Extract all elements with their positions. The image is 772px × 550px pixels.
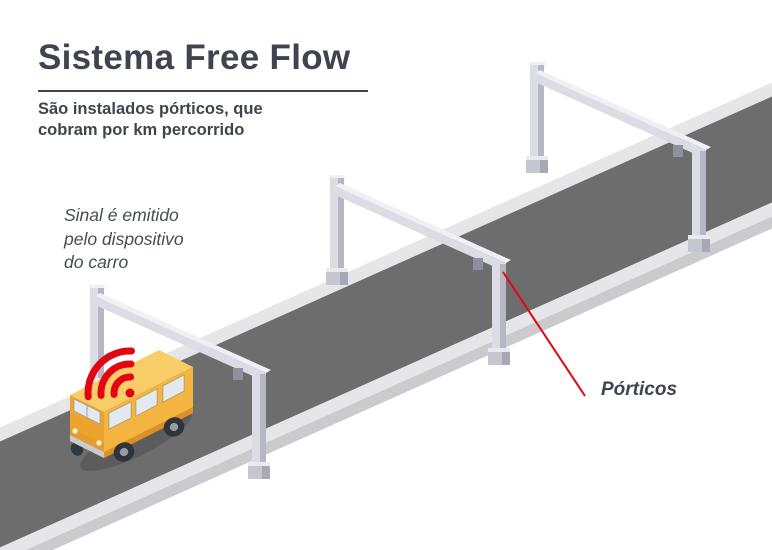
signal-dot — [125, 388, 135, 398]
page-subtitle-line1: São instalados pórticos, que — [38, 100, 263, 118]
gantry-far-post — [526, 62, 548, 173]
van-window-2 — [135, 388, 158, 417]
road-shoulder-top — [0, 82, 772, 442]
gantry-camera-icon — [473, 258, 483, 270]
page-subtitle-line2: cobram por km percorrido — [38, 121, 245, 140]
road — [0, 82, 772, 550]
gantry-near-post — [488, 264, 510, 365]
gantry-far-post — [326, 175, 348, 285]
signal-annotation-line1: Sinal é emitido — [64, 205, 179, 225]
page-subtitle: São instalados pórticos, que cobram por … — [38, 99, 263, 141]
road-asphalt — [0, 96, 772, 548]
signal-annotation-line2: pelo dispositivo — [64, 228, 184, 249]
signal-annotation-line3: do carro — [64, 252, 129, 273]
signal-waves-icon — [84, 347, 135, 401]
van-wheel-rear — [163, 417, 185, 437]
van-window-1 — [108, 401, 132, 430]
van-headlight-left — [72, 428, 78, 434]
gantry-camera-icon — [233, 368, 243, 380]
van-bumper — [70, 435, 104, 458]
porticos-callout-line — [502, 271, 586, 397]
signal-arc-3 — [84, 347, 135, 401]
road-side-face — [25, 216, 772, 550]
porticos-label: Pórticos — [601, 379, 678, 400]
signal-annotation: Sinal é emitido pelo dispositivo do carr… — [64, 204, 184, 275]
gantry-camera-icon — [673, 145, 683, 157]
gantry-beam — [535, 70, 711, 159]
gantry-near-post — [248, 374, 270, 479]
gantry-3 — [526, 62, 711, 252]
gantry-2 — [326, 175, 511, 365]
page-title: Sistema Free Flow — [38, 38, 351, 77]
road-shoulder-bottom — [0, 202, 772, 550]
gantry-beam — [335, 183, 511, 272]
signal-arc-2 — [97, 360, 135, 399]
van-window-3 — [162, 374, 185, 403]
van-headlight-right — [96, 440, 102, 446]
gantry-1 — [86, 285, 271, 479]
gantry-near-post — [688, 151, 710, 252]
van-wheel-front — [113, 442, 135, 462]
title-divider — [38, 90, 368, 92]
van-grille-band — [70, 427, 104, 452]
signal-arc-1 — [110, 373, 135, 398]
gantry-beam — [95, 293, 271, 382]
